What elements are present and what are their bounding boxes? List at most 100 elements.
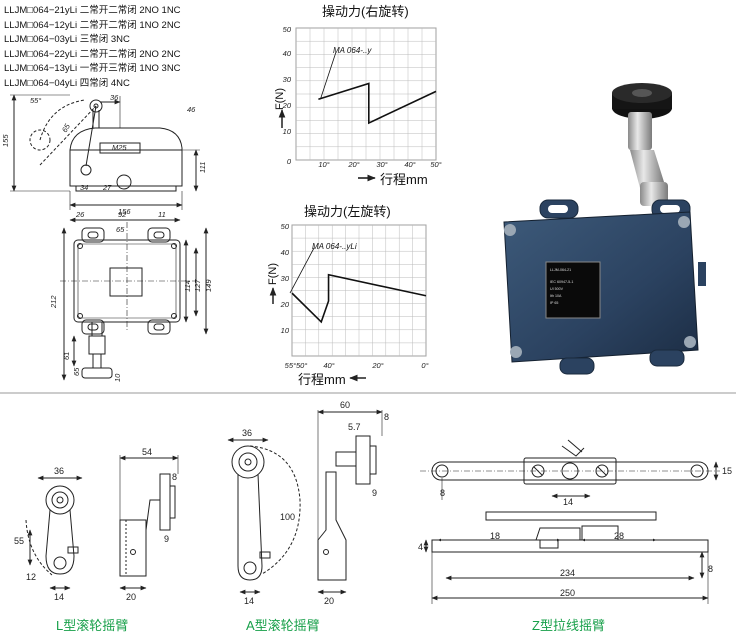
model-line: LLJM□064−03yLi 三常闭 3NC xyxy=(4,34,130,45)
a-arm-dims: 36 60 5.7 8 100 14 20 9 xyxy=(242,400,389,606)
a-arm-caption: A型滚轮摇臂 xyxy=(246,618,320,633)
dim-label: 15 xyxy=(722,466,732,476)
dim-label: 20 xyxy=(126,592,136,602)
dim-label: M25 xyxy=(112,143,127,152)
side-view-dims: 155 55° 65 36 M25 34 27 111 46 156 xyxy=(1,93,207,216)
dim-label: 9 xyxy=(372,488,377,498)
dim-label: 65 xyxy=(72,367,81,376)
model-line: LLJM□064−13yLi 一常开三常闭 1NO 3NC xyxy=(4,63,181,74)
x-tick-label: 30° xyxy=(376,160,387,169)
dim-label: 114 xyxy=(183,280,192,292)
chart-title: 操动力(右旋转) xyxy=(322,4,409,19)
label-plate xyxy=(545,261,601,319)
chart-ylabel: F(N) xyxy=(267,263,279,285)
x-tick-label: 55°50° xyxy=(285,361,308,370)
plate-text: LLJM-064-21 xyxy=(550,268,571,272)
dim-label: 149 xyxy=(204,279,213,292)
enclosure xyxy=(503,211,699,363)
dim-label: 212 xyxy=(49,295,58,309)
front-view-drawing xyxy=(60,217,209,381)
y-tick-label: 20 xyxy=(280,300,290,309)
dim-label: 46 xyxy=(187,105,196,114)
chart-ylabel: F(N) xyxy=(274,88,286,110)
y-tick-label: 30 xyxy=(281,274,290,283)
plate-text: IEC 60947-5-1 xyxy=(550,280,573,284)
chart-left-rotation: 操动力(左旋转) F(N) 行程mm MA 064-..yLi 50 40 30… xyxy=(267,204,429,387)
product-photo: LLJM-064-21 IEC 60947-5-1 UI 500V Ith 10… xyxy=(492,70,722,380)
chart-title: 操动力(左旋转) xyxy=(304,204,391,219)
dim-label: 12 xyxy=(26,572,36,582)
chart-xlabel: 行程mm xyxy=(380,172,428,187)
z-arm-caption: Z型拉线摇臂 xyxy=(532,618,605,633)
model-line: LLJM□064−22yLi 二常开二常闭 2NO 2NC xyxy=(4,48,181,60)
dim-label: 18 xyxy=(490,531,500,541)
model-line: LLJM□064−04yLi 四常闭 4NC xyxy=(4,77,130,89)
dim-label: 55° xyxy=(30,96,41,105)
model-list: LLJM□064−21yLi 二常开二常闭 2NO 1NC LLJM□064−1… xyxy=(4,4,181,91)
z-arm-dims: 15 8 14 18 28 4 234 8 250 xyxy=(418,466,732,598)
annotation-leader xyxy=(289,247,315,294)
model-line: LLJM□064−21yLi 二常开二常闭 2NO 1NC xyxy=(4,5,181,16)
dim-label: 8 xyxy=(708,564,713,574)
x-tick-label: 20° xyxy=(347,160,359,169)
dim-label: 234 xyxy=(560,568,575,578)
x-tick-label: 40° xyxy=(404,160,415,169)
force-curve xyxy=(291,273,427,324)
y-tick-label: 50 xyxy=(283,25,292,34)
dim-label: 156 xyxy=(118,207,131,216)
dim-label: 20 xyxy=(324,596,334,606)
screw-circle xyxy=(116,174,132,190)
x-tick-label: 50° xyxy=(430,160,441,169)
dim-label: 4 xyxy=(418,542,423,552)
dim-label: 36 xyxy=(242,428,252,438)
roller-rect xyxy=(81,367,113,379)
dim-label: 100 xyxy=(280,512,295,522)
roller-circle xyxy=(80,164,92,176)
y-tick-label: 20 xyxy=(282,101,292,110)
dim-label: 5.7 xyxy=(348,422,361,432)
z-arm-drawing xyxy=(420,439,720,604)
y-tick-label: 0 xyxy=(287,157,292,166)
dim-label: 28 xyxy=(614,531,624,541)
y-tick-label: 10 xyxy=(283,127,292,136)
dim-label: 36 xyxy=(110,93,119,102)
chart-annotation: MA 064-..yLi xyxy=(312,242,357,251)
front-view-dims: 26 92 11 65 212 114 127 149 61 65 10 xyxy=(49,210,213,382)
mount-flange xyxy=(75,185,177,192)
dim-label: 8 xyxy=(384,412,389,422)
x-tick-label: 40° xyxy=(323,361,334,370)
y-tick-label: 40 xyxy=(283,49,292,58)
dim-label: 65 xyxy=(116,225,125,234)
dim-label: 8 xyxy=(440,488,445,498)
chart-annotation: MA 064-..y xyxy=(333,46,372,55)
force-curve xyxy=(318,82,437,125)
dim-label: 61 xyxy=(62,352,71,360)
l-arm-caption: L型滚轮摇臂 xyxy=(56,618,128,633)
dim-label: 34 xyxy=(80,183,88,192)
y-tick-label: 30 xyxy=(283,75,292,84)
chart-right-rotation: 操动力(右旋转) F(N) 行程mm MA 064-..y 50 40 30 2… xyxy=(274,4,442,187)
dim-label: 36 xyxy=(54,466,64,476)
dim-label: 26 xyxy=(75,210,85,219)
chart-xlabel: 行程mm xyxy=(298,372,346,387)
model-line: LLJM□064−12yLi 二常开二常闭 1NO 2NC xyxy=(4,19,181,31)
cable-gland xyxy=(99,142,141,154)
dim-label: 155 xyxy=(1,134,10,147)
plate-text: IP 65 xyxy=(550,301,558,305)
metal-arm xyxy=(628,112,652,150)
l-arm-dims: 36 54 55 12 14 20 8 9 xyxy=(14,447,177,602)
dim-label: 127 xyxy=(193,279,202,292)
dim-label: 92 xyxy=(118,210,127,219)
y-tick-label: 10 xyxy=(281,326,290,335)
plate-text: UI 500V xyxy=(550,287,564,291)
dim-label: 14 xyxy=(244,596,254,606)
plate-text: Ith 10A xyxy=(550,294,562,298)
dim-label: 8 xyxy=(172,472,177,482)
y-tick-label: 40 xyxy=(281,248,290,257)
switch-body-outline xyxy=(69,127,183,187)
dim-label: 27 xyxy=(102,183,112,192)
dim-label: 9 xyxy=(164,534,169,544)
dim-label: 60 xyxy=(340,400,350,410)
x-tick-label: 10° xyxy=(318,160,329,169)
